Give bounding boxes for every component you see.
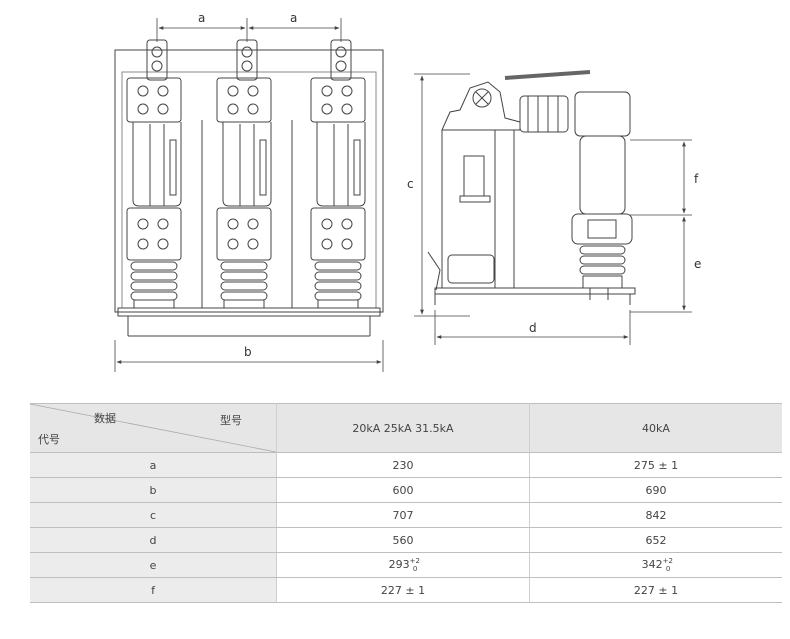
dim-label-f: f <box>694 172 699 186</box>
table-row: a 230 275 ± 1 <box>30 452 782 478</box>
dim-label-c: c <box>407 177 414 191</box>
header-model-label: 型号 <box>220 414 242 427</box>
front-view <box>114 39 384 337</box>
dim-label-d: d <box>529 321 537 335</box>
row-value-20-31kA: 600 <box>276 477 530 503</box>
table-row: f 227 ± 1 227 ± 1 <box>30 577 782 603</box>
dimension-table: 数据 型号 代号 20kA 25kA 31.5kA 40kA a 230 275 ±… <box>30 403 782 603</box>
row-value-20-31kA: 227 ± 1 <box>276 577 530 603</box>
row-value-20-31kA-value: 560 <box>392 533 414 547</box>
table-row: b 600 690 <box>30 477 782 503</box>
table-row: c 707 842 <box>30 502 782 528</box>
header-diagonal-line <box>30 404 276 452</box>
row-value-40kA-value: 842 <box>645 508 667 522</box>
row-value-40kA-value: 342 <box>641 558 663 571</box>
dim-label-b: b <box>244 345 252 359</box>
header-data-label: 数据 <box>94 412 116 425</box>
header-col-40kA: 40kA <box>529 403 782 453</box>
row-code-value: f <box>151 583 155 597</box>
row-code: f <box>30 577 277 603</box>
breaker-drawing: a a b <box>114 11 701 372</box>
header-code-label: 代号 <box>38 433 60 446</box>
row-value-20-31kA-tolerance-lower: 0 <box>412 565 418 573</box>
header-col-20-31kA: 20kA 25kA 31.5kA <box>276 403 530 453</box>
row-code-value: b <box>149 483 157 497</box>
row-value-40kA-tolerance-lower: 0 <box>665 565 671 573</box>
row-code: c <box>30 502 277 528</box>
dim-label-e: e <box>694 257 701 271</box>
side-view <box>427 70 636 305</box>
row-value-40kA: 652 <box>529 527 782 553</box>
row-value-40kA: 842 <box>529 502 782 528</box>
row-value-20-31kA: 707 <box>276 502 530 528</box>
row-code-value: e <box>149 558 157 572</box>
row-code: a <box>30 452 277 478</box>
table-row: d 560 652 <box>30 527 782 553</box>
row-value-40kA-value: 690 <box>645 483 667 497</box>
row-value-20-31kA-tolerance-upper: +2 <box>409 557 420 565</box>
row-code: b <box>30 477 277 503</box>
table-header-row: 数据 型号 代号 20kA 25kA 31.5kA 40kA <box>30 403 782 453</box>
row-value-20-31kA: 230 <box>276 452 530 478</box>
row-value-20-31kA-value: 707 <box>392 508 414 522</box>
row-code-value: d <box>149 533 157 547</box>
header-diagonal-cell: 数据 型号 代号 <box>30 403 277 453</box>
row-value-20-31kA-value: 230 <box>392 458 414 472</box>
row-value-40kA-tolerance-upper: +2 <box>662 557 673 565</box>
row-value-40kA-value: 652 <box>645 533 667 547</box>
row-value-20-31kA-value: 600 <box>392 483 414 497</box>
dim-label-a-1: a <box>198 11 205 25</box>
row-value-40kA: 690 <box>529 477 782 503</box>
row-code-value: a <box>149 458 157 472</box>
row-value-40kA-value: 275 ± 1 <box>633 458 679 472</box>
row-value-40kA: 227 ± 1 <box>529 577 782 603</box>
row-value-20-31kA: 293+20 <box>276 552 530 578</box>
row-value-40kA: 342+20 <box>529 552 782 578</box>
front-view-dimensions <box>114 18 384 372</box>
row-value-40kA: 275 ± 1 <box>529 452 782 478</box>
row-code: e <box>30 552 277 578</box>
dim-label-a-2: a <box>290 11 297 25</box>
row-value-40kA-value: 227 ± 1 <box>633 583 679 597</box>
row-code-value: c <box>149 508 157 522</box>
row-value-20-31kA-value: 227 ± 1 <box>380 583 426 597</box>
side-view-dimensions <box>414 73 692 345</box>
pole-assembly <box>126 39 182 309</box>
row-value-20-31kA-value: 293 <box>388 558 410 571</box>
row-value-20-31kA: 560 <box>276 527 530 553</box>
row-code: d <box>30 527 277 553</box>
